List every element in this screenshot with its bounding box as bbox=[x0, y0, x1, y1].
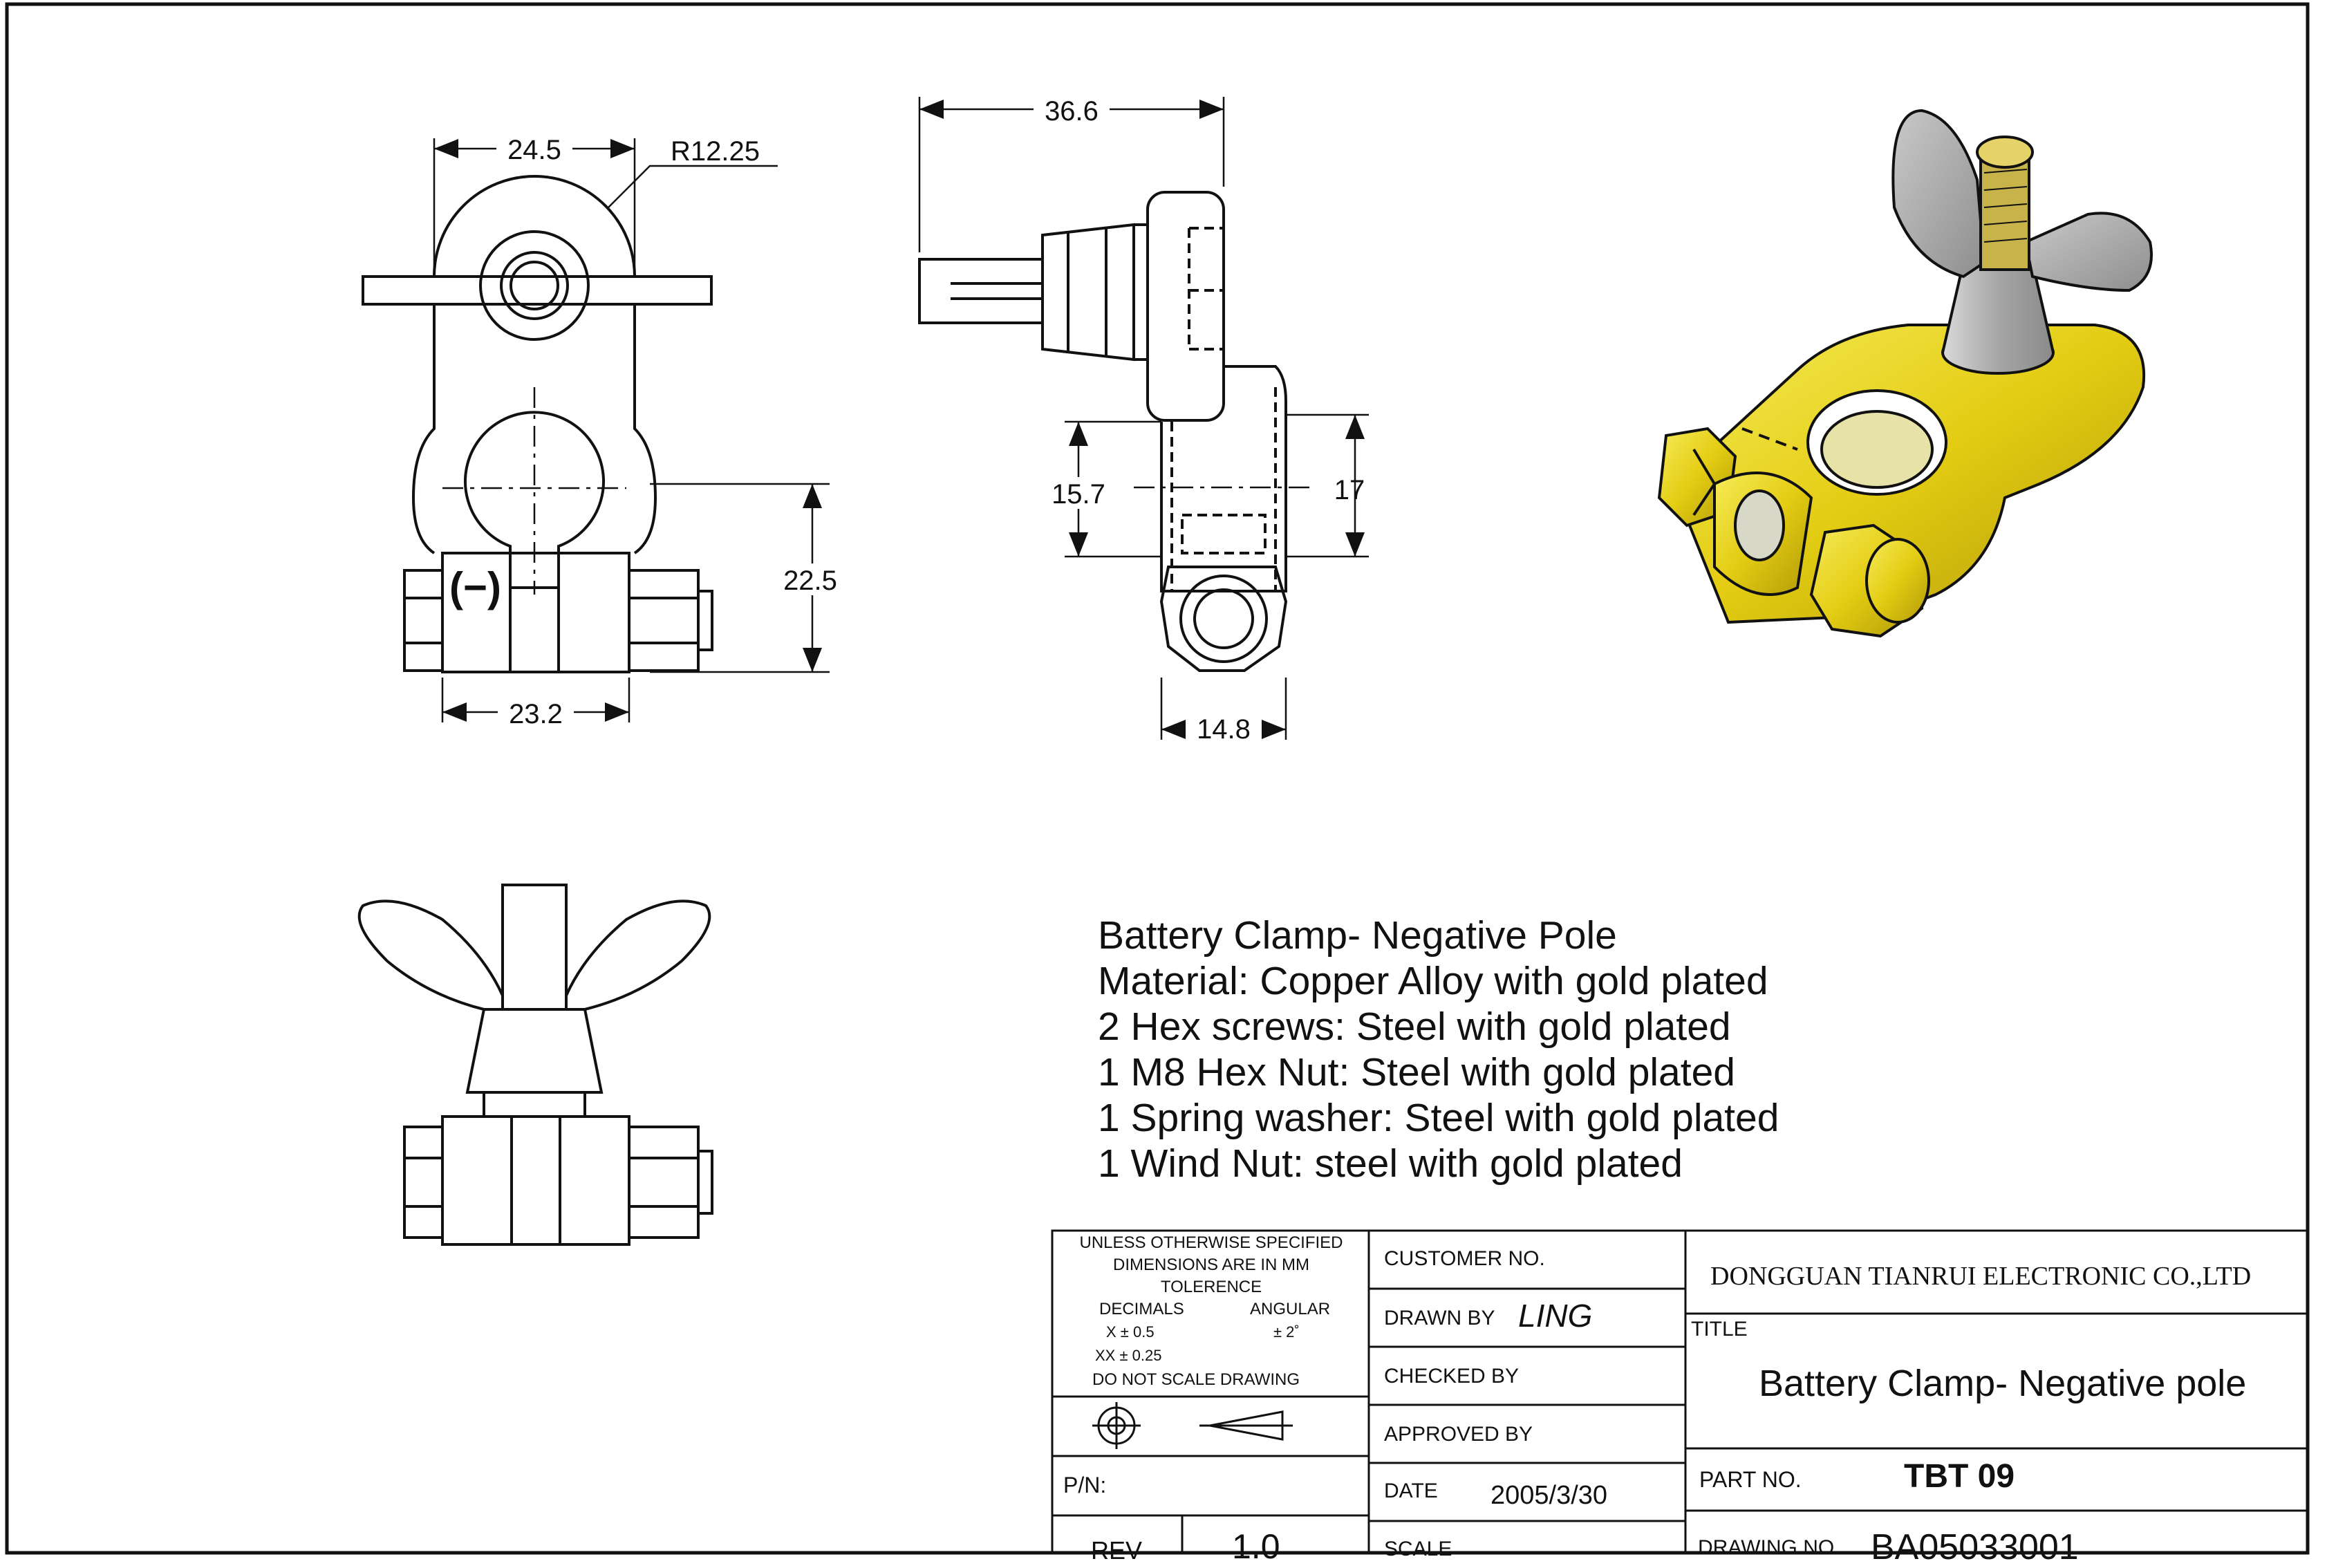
wing-nut-view bbox=[357, 884, 713, 1246]
note-line: Battery Clamp- Negative Pole bbox=[1098, 913, 1617, 958]
dim-front-base-width: 23.2 bbox=[509, 699, 563, 729]
dim-front-width: 24.5 bbox=[507, 135, 561, 165]
side-dimension-lines bbox=[918, 97, 1369, 740]
angular-tolerance: ± 2˚ bbox=[1273, 1323, 1300, 1341]
drawing-no-value: BA05033001 bbox=[1871, 1527, 2079, 1567]
iso-view bbox=[1657, 109, 2153, 638]
front-centerlines bbox=[442, 387, 626, 595]
title-label: TITLE bbox=[1691, 1318, 1748, 1341]
projection-symbols bbox=[1092, 1402, 1293, 1449]
scale-label: SCALE bbox=[1384, 1538, 1452, 1560]
iso-dash-mark bbox=[1741, 427, 1798, 451]
note-line: 2 Hex screws: Steel with gold plated bbox=[1098, 1005, 1731, 1049]
customer-no-label: CUSTOMER NO. bbox=[1384, 1247, 1545, 1270]
general-notes: Battery Clamp- Negative Pole Material: C… bbox=[1098, 913, 1779, 1186]
drawn-by-value: LING bbox=[1518, 1298, 1593, 1334]
dim-front-radius: R12.25 bbox=[671, 136, 760, 167]
xx-tolerance: XX ± 0.25 bbox=[1095, 1347, 1162, 1364]
part-no-label: PART NO. bbox=[1699, 1467, 1802, 1492]
date-label: DATE bbox=[1384, 1480, 1438, 1502]
checked-by-label: CHECKED BY bbox=[1384, 1365, 1520, 1388]
title-block-grid bbox=[1051, 1229, 2309, 1554]
note-line: Material: Copper Alloy with gold plated bbox=[1098, 959, 1768, 1003]
pn-label: P/N: bbox=[1063, 1473, 1107, 1497]
part-no-value: TBT 09 bbox=[1904, 1458, 2015, 1495]
note-line: 1 M8 Hex Nut: Steel with gold plated bbox=[1098, 1050, 1735, 1094]
drawn-by-label: DRAWN BY bbox=[1384, 1307, 1495, 1329]
no-scale-note: DO NOT SCALE DRAWING bbox=[1092, 1370, 1300, 1389]
polarity-mark: (−) bbox=[449, 564, 501, 610]
drawing-no-label: DRAWING NO. bbox=[1698, 1536, 1840, 1559]
x-tolerance: X ± 0.5 bbox=[1106, 1323, 1155, 1341]
note-line: 1 Wind Nut: steel with gold plated bbox=[1098, 1141, 1683, 1186]
company-name: DONGGUAN TIANRUI ELECTRONIC CO.,LTD bbox=[1710, 1262, 2252, 1291]
angular-label: ANGULAR bbox=[1250, 1300, 1331, 1318]
decimals-label: DECIMALS bbox=[1099, 1300, 1184, 1318]
dim-side-left-height: 15.7 bbox=[1052, 479, 1105, 510]
date-value: 2005/3/30 bbox=[1490, 1481, 1608, 1510]
dim-side-right-height: 17 bbox=[1334, 475, 1365, 505]
spec-line: DIMENSIONS ARE IN MM bbox=[1112, 1256, 1310, 1274]
rev-label: REV bbox=[1091, 1536, 1143, 1565]
side-view bbox=[918, 191, 1288, 672]
note-line: 1 Spring washer: Steel with gold plated bbox=[1098, 1096, 1779, 1140]
title-value: Battery Clamp- Negative pole bbox=[1759, 1363, 2247, 1404]
dim-side-length: 36.6 bbox=[1045, 96, 1099, 127]
dim-front-height: 22.5 bbox=[783, 566, 837, 596]
spec-line: TOLERENCE bbox=[1160, 1278, 1262, 1296]
approved-by-label: APPROVED BY bbox=[1384, 1423, 1533, 1446]
front-view bbox=[362, 175, 713, 673]
rev-value: 1.0 bbox=[1232, 1527, 1280, 1566]
spec-line: UNLESS OTHERWISE SPECIFIED bbox=[1079, 1233, 1343, 1252]
front-dimension-lines bbox=[433, 138, 830, 722]
dim-side-width: 14.8 bbox=[1197, 714, 1251, 745]
